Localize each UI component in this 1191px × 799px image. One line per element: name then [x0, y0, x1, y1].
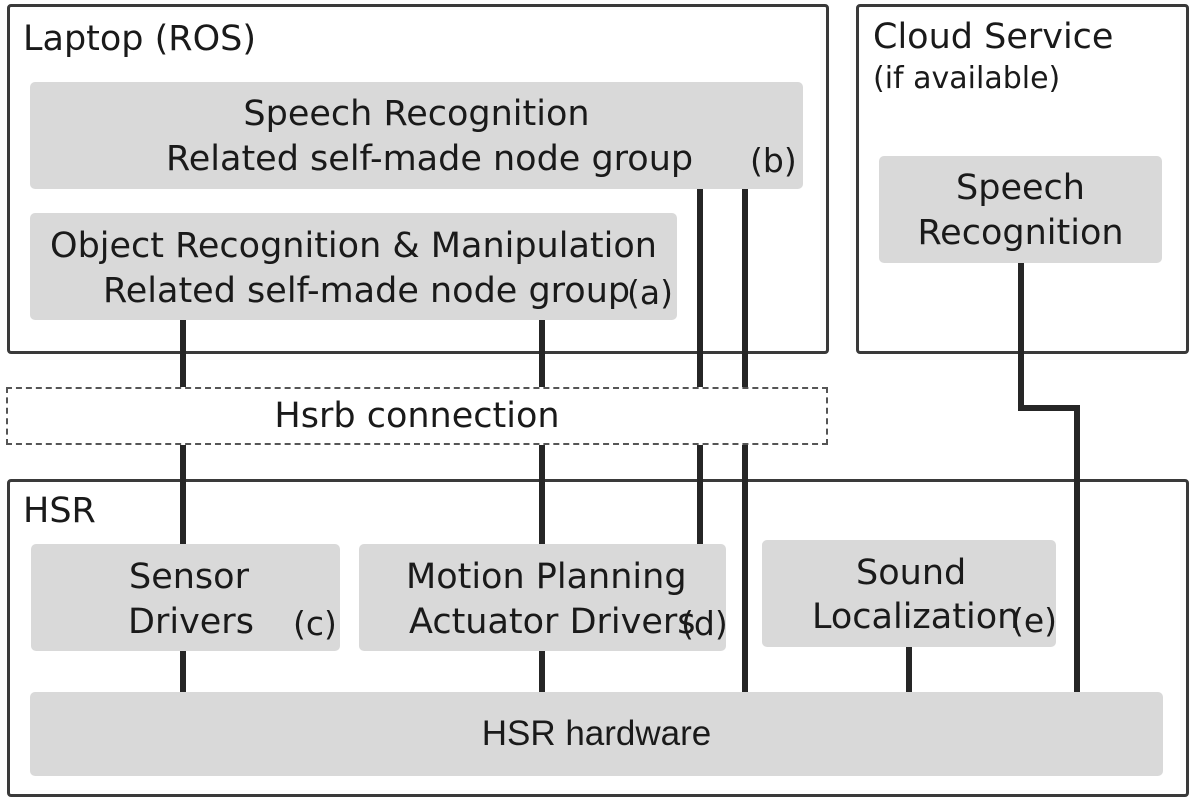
sensor-node-line1: Sensor [129, 557, 249, 597]
speech-recognition-node-group: Speech Recognition Related self-made nod… [30, 82, 803, 189]
motion-planning-actuator-node: Motion Planning Actuator Drivers (d) [359, 544, 728, 651]
cloud-speech-line2: Recognition [917, 213, 1124, 253]
sound-node-line1: Sound [856, 553, 967, 593]
hsr-title: HSR [23, 491, 96, 531]
object-node-tag: (a) [627, 273, 673, 312]
laptop-title: Laptop (ROS) [23, 19, 257, 59]
sensor-node-line2: Drivers [128, 602, 254, 642]
cloud-title: Cloud Service [873, 17, 1114, 57]
speech-node-tag: (b) [750, 141, 797, 180]
hsr-hardware-label: HSR hardware [481, 714, 712, 753]
motion-node-line1: Motion Planning [406, 557, 687, 597]
sound-localization-node: Sound Localization (e) [762, 540, 1058, 647]
hsr-hardware-node: HSR hardware [30, 692, 1163, 776]
sound-node-tag: (e) [1011, 601, 1058, 640]
object-node-line1: Object Recognition & Manipulation [50, 226, 657, 266]
motion-node-line2: Actuator Drivers [409, 602, 696, 642]
sensor-drivers-node: Sensor Drivers (c) [31, 544, 340, 651]
object-recognition-node-group: Object Recognition & Manipulation Relate… [30, 213, 677, 320]
sound-node-line2: Localization [812, 597, 1020, 637]
hsrb-connection-label: Hsrb connection [274, 396, 560, 436]
object-node-line2: Related self-made node group [103, 271, 631, 311]
speech-node-line2: Related self-made node group [166, 139, 694, 179]
cloud-subtitle: (if available) [873, 61, 1061, 96]
hsrb-connection-band: Hsrb connection [6, 387, 828, 445]
speech-node-line1: Speech Recognition [243, 94, 590, 134]
motion-node-tag: (d) [681, 604, 728, 643]
sensor-node-tag: (c) [293, 604, 337, 643]
cloud-speech-line1: Speech [956, 168, 1085, 208]
cloud-speech-recognition-node: Speech Recognition [879, 156, 1162, 263]
